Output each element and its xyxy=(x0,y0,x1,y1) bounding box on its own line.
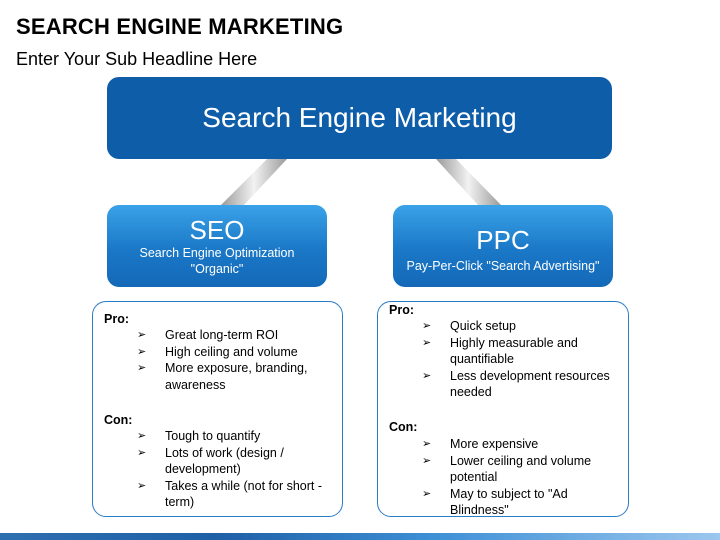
checkmark-arrow-icon: ➢ xyxy=(137,446,147,459)
checkmark-arrow-icon: ➢ xyxy=(422,438,432,450)
seo-pro-label: Pro: xyxy=(104,312,129,326)
list-item: ➢Great long-term ROI xyxy=(137,328,279,342)
list-item: ➢Takes a while (not for short - term) xyxy=(137,478,323,510)
seo-node-line: "Organic" xyxy=(190,262,244,276)
connector-left xyxy=(221,159,287,205)
checkmark-arrow-icon: ➢ xyxy=(422,487,432,500)
seo-con-label: Con: xyxy=(104,413,133,427)
ppc-pros-cons-panel: Pro: ➢Quick setup ➢Highly measurable and… xyxy=(377,301,629,517)
ppc-node-line: Pay-Per-Click "Search Advertising" xyxy=(406,259,600,273)
page-title: SEARCH ENGINE MARKETING xyxy=(16,14,344,39)
ppc-pro-list: ➢Quick setup ➢Highly measurable and quan… xyxy=(422,318,622,401)
checkmark-arrow-icon: ➢ xyxy=(422,320,432,332)
checkmark-arrow-icon: ➢ xyxy=(422,336,432,349)
page-subtitle: Enter Your Sub Headline Here xyxy=(16,49,258,69)
root-node-label: Search Engine Marketing xyxy=(202,102,517,133)
list-item: ➢More exposure, branding, awareness xyxy=(137,361,308,392)
checkmark-arrow-icon: ➢ xyxy=(422,369,432,382)
checkmark-arrow-icon: ➢ xyxy=(137,362,147,375)
ppc-node-title: PPC xyxy=(476,225,530,255)
list-item: ➢High ceiling and volume xyxy=(137,344,298,359)
list-item: ➢Quick setup xyxy=(422,319,517,333)
root-node: Search Engine Marketing xyxy=(107,77,612,159)
seo-node-title: SEO xyxy=(189,215,245,245)
checkmark-arrow-icon: ➢ xyxy=(422,454,432,467)
ppc-con-list: ➢More expensive ➢Lower ceiling and volum… xyxy=(422,436,622,519)
checkmark-arrow-icon: ➢ xyxy=(137,479,147,492)
seo-pro-list: ➢Great long-term ROI ➢High ceiling and v… xyxy=(137,327,337,393)
list-item: ➢More expensive xyxy=(422,437,539,451)
ppc-pro-label: Pro: xyxy=(389,303,414,317)
checkmark-arrow-icon: ➢ xyxy=(137,345,147,358)
checkmark-arrow-icon: ➢ xyxy=(137,430,147,442)
connector-right xyxy=(436,159,501,205)
checkmark-arrow-icon: ➢ xyxy=(137,329,147,341)
ppc-node: PPC Pay-Per-Click "Search Advertising" xyxy=(393,205,613,287)
ppc-con-label: Con: xyxy=(389,420,418,434)
list-item: ➢Lower ceiling and volume potential xyxy=(422,453,592,485)
list-item: ➢Highly measurable and quantifiable xyxy=(422,335,578,367)
list-item: ➢Less development resources needed xyxy=(422,368,610,400)
seo-node: SEO Search Engine Optimization "Organic" xyxy=(107,205,327,287)
list-item: ➢Lots of work (design / development) xyxy=(137,445,284,477)
seo-pros-cons-panel: Pro: ➢Great long-term ROI ➢High ceiling … xyxy=(92,301,343,517)
bottom-accent-bar xyxy=(0,533,720,540)
list-item: ➢Tough to quantify xyxy=(137,429,261,443)
list-item: ➢May to subject to "Ad Blindness" xyxy=(422,486,568,518)
seo-con-list: ➢Tough to quantify ➢Lots of work (design… xyxy=(137,428,337,511)
seo-node-line: Search Engine Optimization xyxy=(139,246,295,260)
